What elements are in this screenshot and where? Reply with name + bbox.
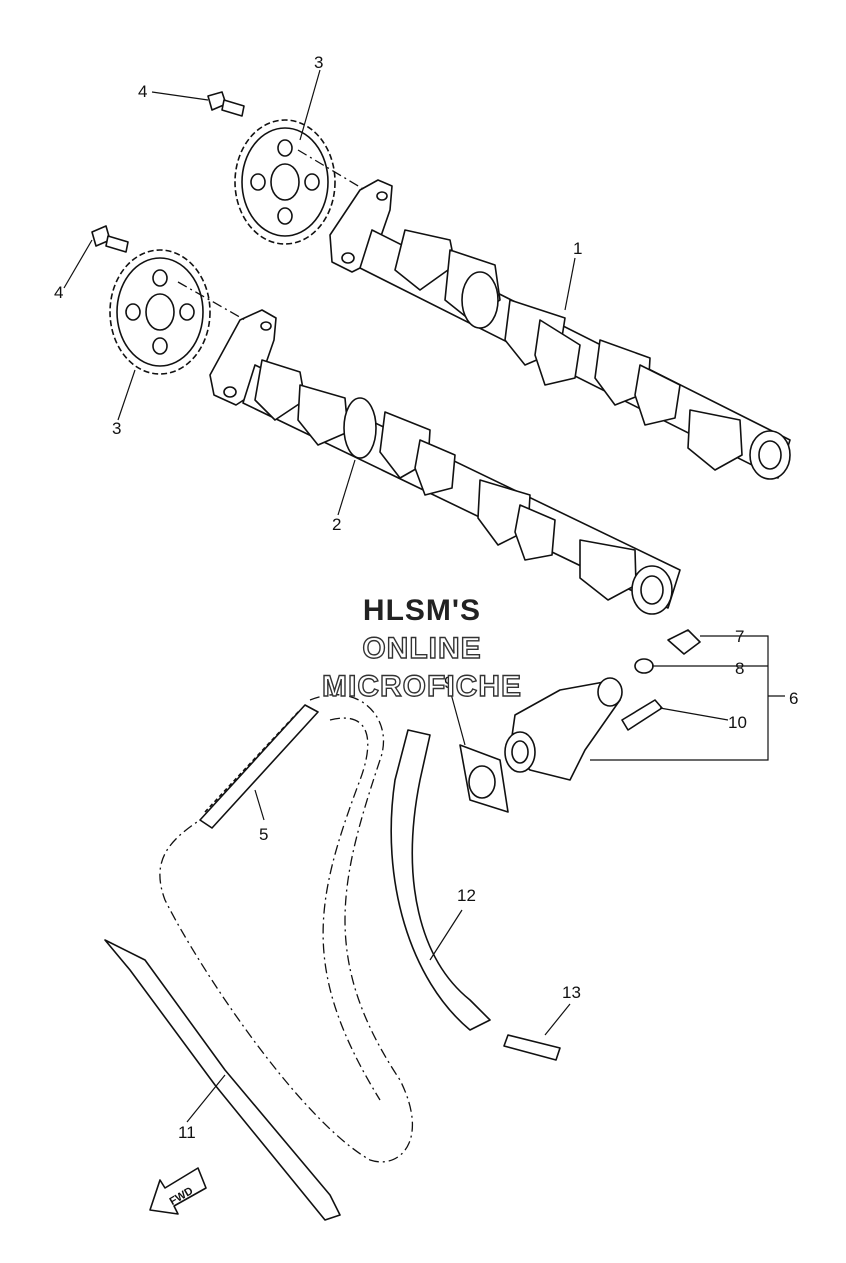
callout-10: 10 xyxy=(728,713,747,732)
chain-guide-front xyxy=(104,939,341,1221)
callout-2: 2 xyxy=(332,515,341,534)
upper-cam-sprocket xyxy=(234,119,336,245)
cam-chain xyxy=(159,694,413,1163)
callout-9: 9 xyxy=(444,673,453,692)
watermark-line-3: MICROFICHE xyxy=(322,670,522,703)
callout-4-lower: 4 xyxy=(54,283,63,302)
callout-1: 1 xyxy=(573,239,582,258)
lower-cam-sprocket xyxy=(109,249,211,375)
callout-4-upper: 4 xyxy=(138,82,147,101)
lower-sprocket-bolt xyxy=(91,225,129,253)
tensioner-mount-bolt xyxy=(621,699,663,731)
callout-8: 8 xyxy=(735,659,744,678)
lower-alignment-line xyxy=(177,281,246,321)
callout-3-lower: 3 xyxy=(112,419,121,438)
lower-camshaft xyxy=(209,309,681,615)
leader-lines xyxy=(63,69,785,1123)
upper-alignment-line xyxy=(297,149,366,191)
callout-5: 5 xyxy=(259,825,268,844)
callout-13: 13 xyxy=(562,983,581,1002)
chain-tensioner-assy xyxy=(504,677,623,781)
hlsm-watermark: HLSM'S ONLINE MICROFICHE xyxy=(321,594,522,704)
fwd-arrow-icon: FWD xyxy=(149,1167,207,1215)
callout-12: 12 xyxy=(457,886,476,905)
watermark-line-2: ONLINE xyxy=(362,632,481,665)
callout-6: 6 xyxy=(789,689,798,708)
upper-camshaft xyxy=(329,179,791,480)
tensioner-gasket xyxy=(459,744,509,813)
chain-guide-rear xyxy=(390,729,491,1031)
upper-sprocket-bolt xyxy=(207,91,245,117)
callout-3-upper: 3 xyxy=(314,53,323,72)
guide-pin xyxy=(503,1034,561,1061)
callout-11: 11 xyxy=(178,1123,196,1142)
tensioner-cap-bolt xyxy=(667,629,701,655)
callout-7: 7 xyxy=(735,627,744,646)
tensioner-washer xyxy=(634,658,654,674)
watermark-line-1: HLSM'S xyxy=(363,594,481,627)
